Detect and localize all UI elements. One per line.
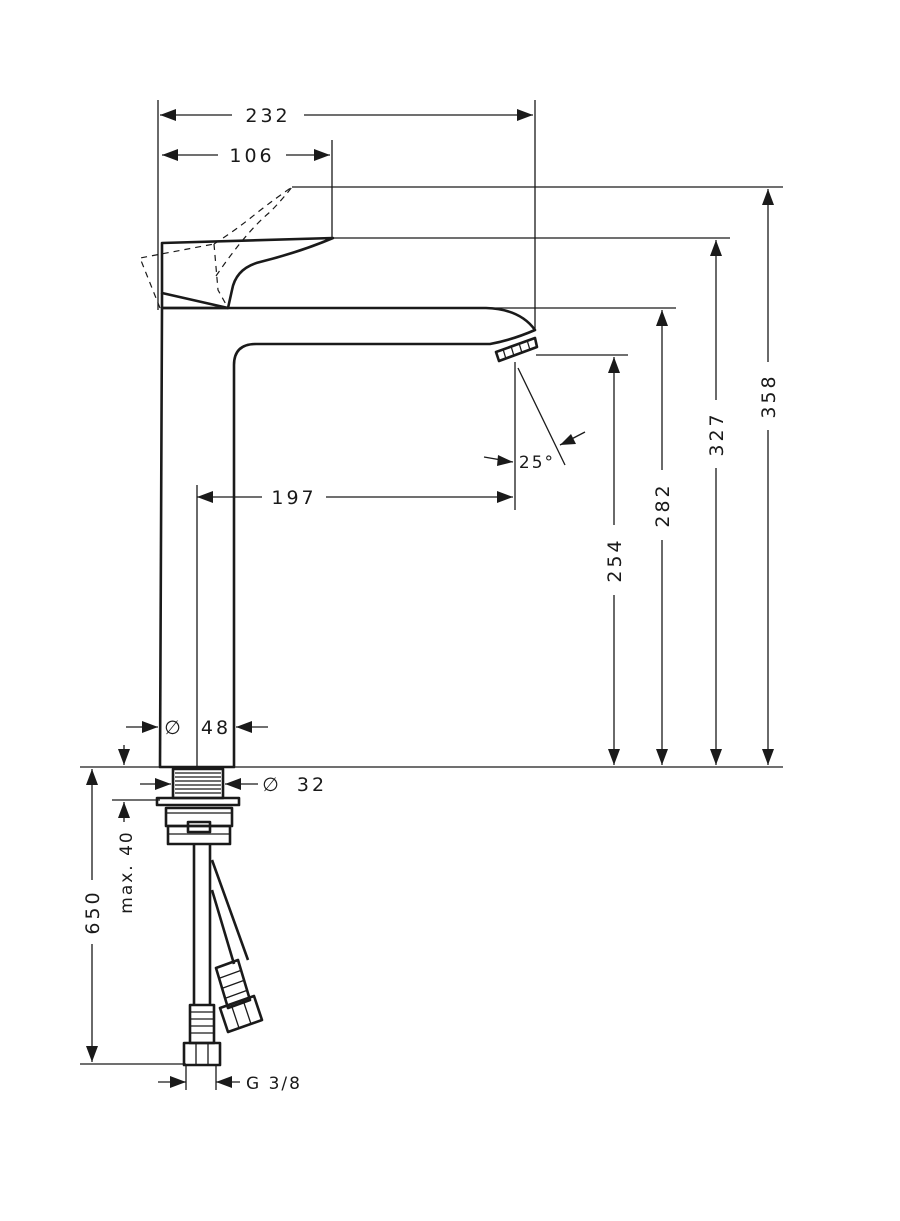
dimension-282: 282 [652, 310, 674, 765]
dimension-thread-label: G 3/8 [246, 1074, 302, 1094]
dimension-thread: G 3/8 [158, 1074, 302, 1094]
dimension-232: 232 [160, 105, 533, 127]
dimension-diameter-48: ∅ 48 [126, 717, 268, 739]
dimension-650-label: 650 [82, 889, 104, 934]
dimension-197: 197 [197, 487, 513, 509]
extension-lines [80, 100, 783, 1090]
dimension-197-label: 197 [271, 487, 316, 509]
dimension-358: 358 [758, 189, 780, 765]
lever-open-dashed [139, 186, 293, 309]
diameter-symbol-32: ∅ [262, 774, 282, 796]
dimension-282-label: 282 [652, 482, 674, 527]
faucet-body [158, 306, 539, 769]
diameter-symbol-48: ∅ [164, 717, 184, 739]
dimension-angle-label: 25° [519, 453, 555, 473]
dimension-max-40-label: max. 40 [117, 830, 137, 913]
supply-hoses [182, 844, 264, 1067]
dimension-254-label: 254 [604, 537, 626, 582]
dimension-254: 254 [604, 357, 626, 765]
dimension-48-label: 48 [201, 717, 231, 739]
threaded-shank [155, 767, 241, 846]
lever-handle [160, 236, 335, 310]
dimension-650: 650 [82, 769, 104, 1062]
dimension-358-label: 358 [758, 373, 780, 418]
dimension-327-label: 327 [706, 411, 728, 456]
dimension-angle: 25° [483, 431, 586, 473]
dimension-232-label: 232 [245, 105, 290, 127]
dimension-32-label: 32 [297, 774, 327, 796]
dimension-max-40: max. 40 [117, 745, 137, 914]
dimension-106-label: 106 [229, 145, 274, 167]
dimension-106: 106 [162, 145, 330, 167]
dimension-327: 327 [706, 240, 728, 765]
dimension-diameter-32: ∅ 32 [140, 774, 327, 796]
